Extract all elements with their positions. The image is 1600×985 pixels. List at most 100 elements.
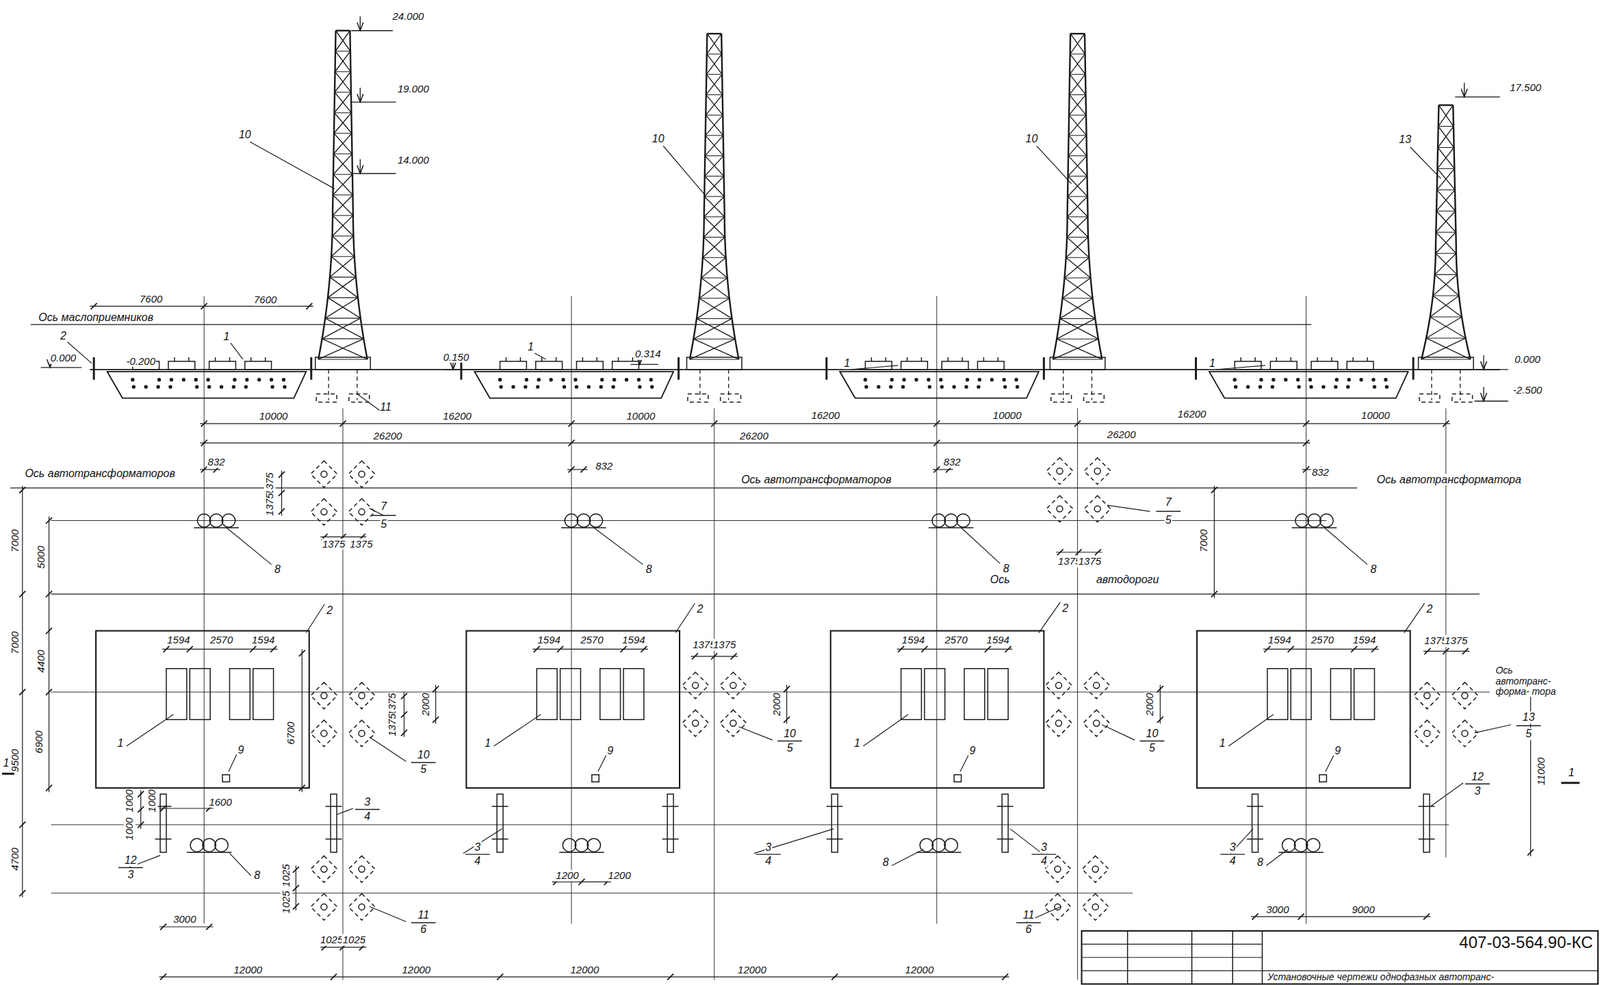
dimension-text: 12000: [737, 963, 768, 976]
dimension-text: 10000: [992, 409, 1023, 422]
dimension-tick: [137, 821, 144, 828]
leader-line: [1101, 724, 1135, 740]
transformer-bushing: [229, 357, 230, 362]
callout-number: 2: [59, 329, 68, 343]
dimension-tick: [1442, 420, 1449, 427]
transformer-bushing: [214, 357, 216, 362]
post-crossbar: [155, 838, 172, 840]
callout-number: 5: [786, 741, 794, 755]
tower-brace: [1436, 210, 1456, 212]
dimension-tick: [201, 466, 208, 473]
tower-brace: [1421, 338, 1466, 360]
dimension-tick: [1057, 548, 1064, 556]
dimension-text: 26200: [372, 429, 404, 442]
pit-gravel: [927, 378, 931, 382]
tower-brace: [1066, 257, 1091, 278]
dimension-text: 1025: [319, 934, 344, 946]
foundation-bolt: [1461, 692, 1468, 699]
dimension-tick: [1302, 440, 1310, 447]
transformer-symbol: [209, 513, 223, 527]
dimension-text: 10000: [626, 410, 657, 423]
oil-pit: [1209, 371, 1409, 399]
dimension-line: [159, 807, 214, 809]
tower-brace: [1426, 337, 1466, 339]
dimension-tick: [933, 440, 940, 447]
dimension-tick: [160, 973, 167, 980]
foundation-line: [1430, 369, 1432, 401]
foundation-line: [327, 369, 329, 401]
foundation-bolt: [1056, 468, 1063, 475]
tower-brace: [325, 318, 364, 339]
dimension-text: 2000: [770, 691, 783, 716]
axis-line: [1305, 295, 1307, 924]
transformer-symbol: [944, 838, 958, 852]
tower-brace: [706, 94, 723, 115]
tower-brace: [704, 175, 725, 177]
pit-edge: [93, 357, 96, 380]
tower-brace: [704, 196, 725, 217]
portal-post: [160, 793, 167, 853]
pit-gravel: [271, 385, 274, 389]
tower-brace: [704, 216, 725, 217]
tower-brace: [1062, 277, 1091, 299]
transformer-bushing: [250, 357, 252, 362]
tower-brace: [1056, 338, 1099, 340]
foundation-outline: [1419, 394, 1440, 403]
leader-line: [1107, 505, 1151, 512]
dimension-text: 7600: [138, 293, 163, 306]
tower-brace: [1437, 168, 1455, 190]
callout-number: 4: [764, 855, 772, 868]
dimension-tick: [1350, 646, 1358, 653]
tower-brace: [335, 71, 352, 93]
pit-gravel: [257, 378, 261, 382]
dimension-text: 1600: [208, 796, 232, 809]
tower-brace: [1068, 156, 1087, 177]
pit-gravel: [1296, 378, 1300, 382]
dimension-tick: [278, 489, 285, 497]
foundation-bolt: [358, 865, 365, 872]
callout-number: 10: [238, 128, 252, 141]
tower-base: [686, 357, 742, 370]
dimension-line: [435, 685, 436, 725]
dimension-text: 12000: [232, 963, 263, 976]
foundation-bolt: [1094, 505, 1101, 512]
axis-line: [713, 407, 715, 980]
dimension-tick: [1424, 648, 1431, 655]
pit-edge: [825, 357, 828, 380]
oil-receiver-plan: [830, 630, 1045, 789]
dimension-text: 1375: [1443, 635, 1468, 647]
transformer-symbol: [932, 838, 946, 852]
tower-brace: [327, 297, 358, 298]
pit-gravel: [1246, 385, 1250, 389]
tower-brace: [332, 214, 354, 216]
title-block-cell: 407-03-564.90-КСУстановочные чертежи одн…: [1263, 931, 1598, 984]
transformer-bushing: [1240, 357, 1241, 362]
callout-number: 1: [843, 357, 851, 370]
pit-gravel: [890, 378, 894, 382]
pit-gravel: [587, 385, 590, 389]
tower-brace: [332, 235, 354, 237]
tower-brace: [702, 237, 725, 258]
tower-brace: [1053, 338, 1099, 360]
dimension-text: 10000: [258, 410, 289, 423]
level-line: [351, 101, 397, 102]
tower-brace: [696, 318, 735, 339]
tower-brace: [704, 155, 724, 157]
dimension-text: 1025: [279, 863, 292, 888]
tower-brace: [333, 153, 353, 154]
post-crossbar: [325, 838, 343, 840]
dimension-tick: [1211, 590, 1218, 597]
pit-gravel: [208, 385, 211, 389]
tower-brace: [1053, 358, 1103, 360]
pit-gravel: [182, 378, 185, 382]
foundation-plan: [1083, 709, 1111, 737]
tower-brace: [332, 174, 352, 196]
portal-post: [1423, 793, 1430, 853]
leader-line: [663, 145, 705, 194]
leader-line: [594, 527, 644, 565]
pit-gravel: [561, 378, 565, 382]
dimension-text: 3000: [1265, 903, 1290, 915]
tower-brace: [327, 297, 361, 319]
callout-number: 3: [473, 841, 482, 854]
portal-post: [496, 793, 503, 853]
